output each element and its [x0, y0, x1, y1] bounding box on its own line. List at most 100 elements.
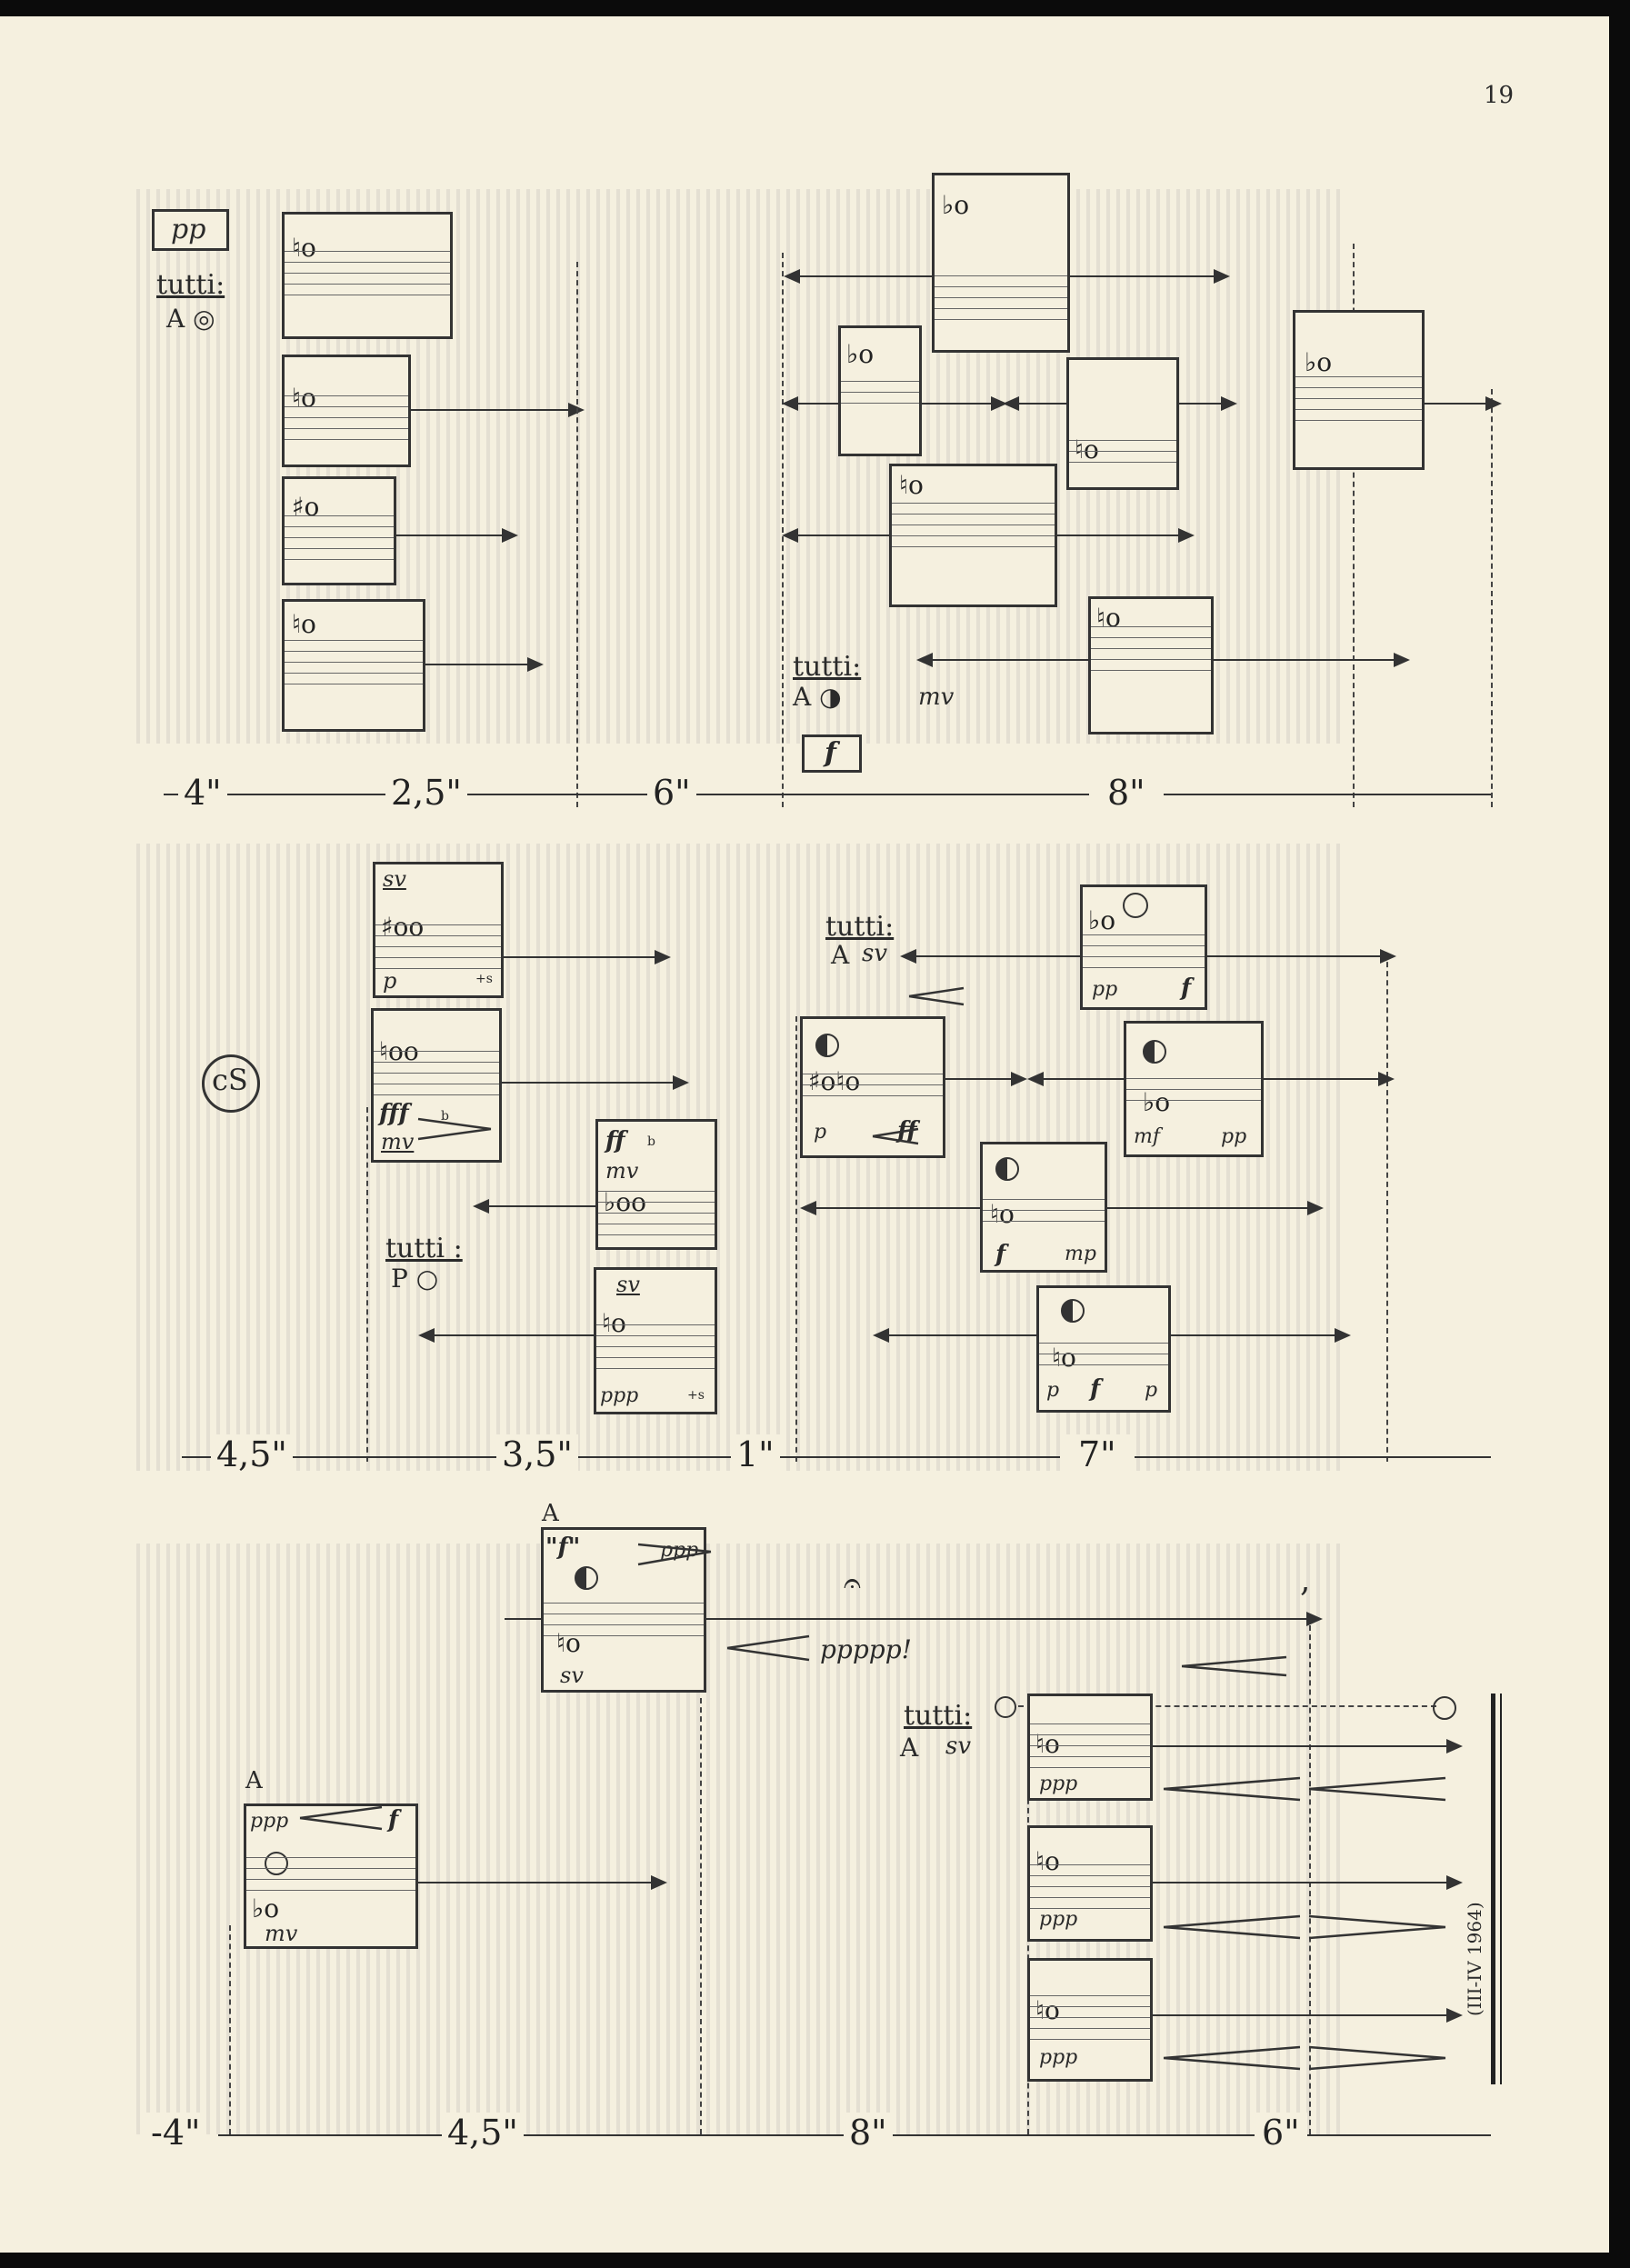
note-flat: ♭o: [1088, 905, 1116, 935]
note-natural: ♮o: [1075, 435, 1099, 465]
duration-label: 4,5": [211, 1434, 293, 1474]
duration-label: 4,5": [442, 2113, 524, 2153]
duration-label: 8": [844, 2113, 893, 2153]
dynamic-text: f: [995, 1241, 1006, 1268]
duration-label: 6": [1255, 2113, 1307, 2153]
instrument-label: A: [245, 1767, 263, 1794]
tutti-sub: A: [900, 1733, 919, 1763]
mark-text: sv: [383, 866, 406, 892]
tutti-mark: mv: [918, 684, 955, 711]
note-box: ♮o p f p: [1036, 1285, 1171, 1413]
half-circle-icon: [1143, 1040, 1166, 1064]
tutti-mark: sv: [862, 940, 888, 967]
page-number: 19: [1484, 82, 1515, 109]
tutti-mark: sv: [945, 1733, 972, 1760]
tutti-label: tutti:: [793, 651, 862, 683]
note-box: ♮o ppp: [1027, 1958, 1153, 2082]
dynamic-text: p: [1046, 1379, 1060, 1402]
mark-text: +s: [475, 972, 493, 986]
note-natural: ♮o: [292, 383, 316, 413]
duration-label: 7": [1060, 1434, 1135, 1474]
note-sharp: ♯o♮o: [808, 1066, 861, 1096]
note-flat: ♭o: [846, 339, 875, 369]
dynamic-text: ff: [605, 1127, 625, 1154]
note-natural: ♮o: [602, 1308, 626, 1338]
note-box: ♮o f mp: [980, 1142, 1107, 1273]
note-box: ♮o: [282, 212, 453, 339]
dynamic-text: fff: [379, 1100, 409, 1127]
note-box: ♮o: [282, 599, 425, 732]
mark-text: mv: [265, 1921, 298, 1946]
note-natural: ♮o: [899, 470, 924, 500]
note-box: ♭o: [1293, 310, 1425, 470]
note-natural: ♮o: [1052, 1343, 1076, 1373]
note-box: ppp f ♭o mv: [244, 1803, 418, 1949]
note-box: ♮o: [1066, 357, 1179, 490]
note-flat: ♭o: [1305, 347, 1333, 377]
cs-text: cS: [212, 1063, 248, 1097]
final-barline-thin: [1500, 1694, 1502, 2084]
note-box: ♮o: [1088, 596, 1214, 734]
note-natural: ♮o: [1035, 1729, 1060, 1759]
harmonic-circle: [1433, 1696, 1456, 1720]
note-sharp: ♯oo: [381, 912, 425, 942]
note-box: sv ♯oo p +s: [373, 862, 504, 998]
cs-circle: cS: [202, 1054, 260, 1113]
tutti-sub: A ◎: [166, 304, 215, 334]
tutti-sub: A ◑: [793, 682, 842, 712]
harmonic-circle: [265, 1852, 288, 1875]
note-box: ♯o♮o p ff: [800, 1016, 945, 1158]
harmonic-circle: [1123, 893, 1148, 918]
dynamic-text: ppp: [1039, 2046, 1078, 2069]
harmonic-circle: [995, 1696, 1016, 1718]
dateline: (III-IV 1964): [1464, 1902, 1485, 2016]
duration-label: 6": [647, 773, 696, 813]
dynamic-text: p: [1145, 1379, 1158, 1402]
dynamic-box-f: f: [802, 734, 862, 773]
duration-label: 3,5": [496, 1434, 578, 1474]
mark-text: mv: [605, 1158, 639, 1184]
note-natural: ♮o: [1096, 603, 1121, 633]
tutti-sub: P ○: [391, 1264, 439, 1294]
duration-label: -4": [145, 2113, 206, 2153]
note-box: ♭o pp f: [1080, 884, 1207, 1010]
note-natural: ♮o: [556, 1628, 581, 1658]
duration-label: 1": [731, 1434, 780, 1474]
note-box: "f" ppp ♮o sv: [541, 1527, 706, 1693]
note-box: ff b mv ♭oo: [595, 1119, 717, 1250]
note-box: ♭o: [932, 173, 1070, 353]
dynamic-text: pp: [171, 214, 206, 245]
note-natural: ♮o: [990, 1199, 1015, 1229]
note-box: ♮o: [282, 355, 411, 467]
dynamic-text: pp: [1092, 978, 1118, 1001]
dynamic-text: "f": [545, 1534, 581, 1561]
mark-text: sv: [616, 1272, 640, 1297]
half-circle-icon: [1061, 1299, 1085, 1323]
dynamic-text: p: [383, 968, 397, 994]
dynamic-text: pp: [1221, 1125, 1247, 1148]
dynamic-text: ppp: [1039, 1773, 1078, 1795]
tutti-label: tutti:: [156, 269, 225, 301]
mark-text: b: [647, 1134, 655, 1149]
instrument-label: A: [542, 1500, 559, 1527]
dynamic-text: ppp: [250, 1810, 289, 1833]
dynamic-text: f: [825, 737, 836, 769]
note-box: ♮oo fff b mv: [371, 1008, 502, 1163]
dynamic-text: mf: [1134, 1125, 1161, 1148]
note-box: ♮o ppp: [1027, 1825, 1153, 1942]
mark-text: +s: [687, 1388, 705, 1403]
dynamic-text: mp: [1065, 1243, 1096, 1265]
note-natural: ♮o: [1035, 1846, 1060, 1876]
dynamic-text: f: [1181, 974, 1192, 1002]
dynamic-text: f: [388, 1806, 399, 1833]
duration-label: 2,5": [385, 773, 467, 813]
decay-text: ppppp!: [820, 1634, 912, 1664]
mark-text: b: [441, 1109, 449, 1124]
half-circle-icon: [995, 1157, 1019, 1181]
dynamic-text: ppp: [1039, 1908, 1078, 1931]
note-sharp: ♯o: [292, 492, 320, 522]
dynamic-text: ppp: [600, 1384, 639, 1407]
duration-label: 4": [178, 773, 227, 813]
breath-mark: ,: [1300, 1562, 1311, 1599]
dynamic-text: f: [1090, 1375, 1101, 1403]
